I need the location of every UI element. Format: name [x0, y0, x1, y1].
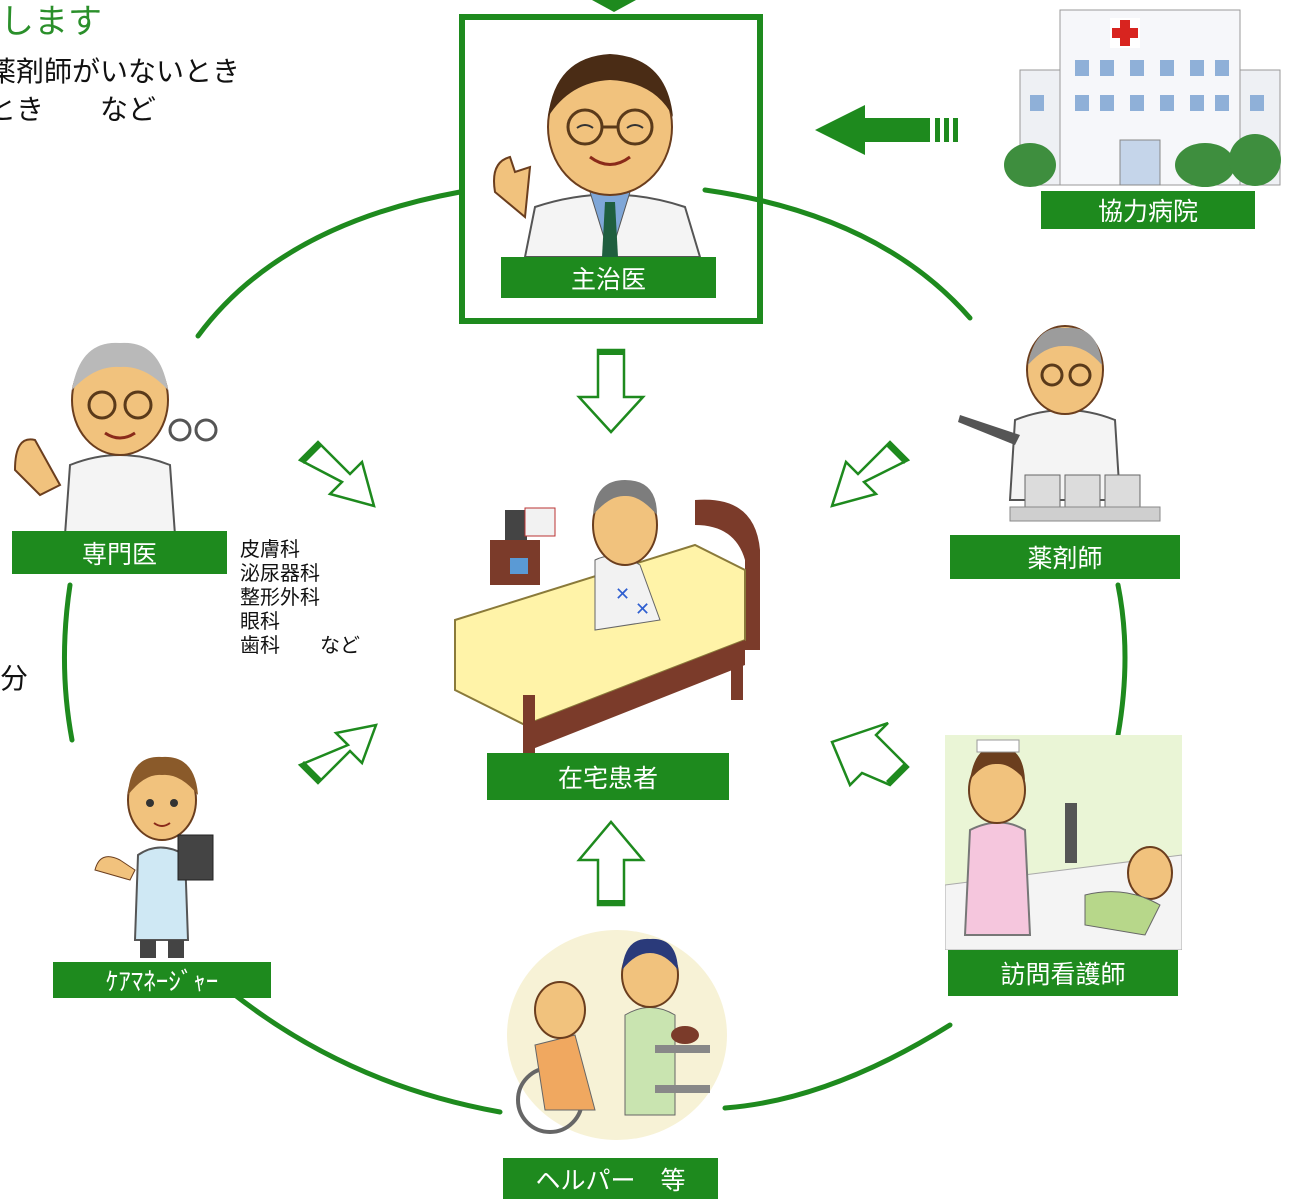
- specialty-item: 歯科 など: [240, 633, 360, 657]
- specialist-label: 専門医: [12, 531, 227, 574]
- hospital-to-doctor-arrow: [815, 105, 958, 155]
- nurse-icon: [945, 735, 1182, 950]
- care-manager-icon: [90, 745, 230, 960]
- patient-label: 在宅患者: [487, 753, 729, 800]
- doctor-icon: [485, 42, 735, 257]
- svg-text:✕: ✕: [635, 599, 650, 620]
- arc-doctor-pharmacist: [702, 187, 973, 321]
- pharmacist-icon: [950, 320, 1170, 525]
- helper-icon: [505, 925, 730, 1143]
- arrow-helper-to-patient: [576, 820, 646, 907]
- specialty-item: 泌尿器科: [240, 561, 320, 585]
- specialty-list: 皮膚科 泌尿器科 整形外科 眼科 歯科 など: [240, 537, 360, 657]
- arrow-specialist-to-patient: [297, 440, 376, 508]
- doctor-label: 主治医: [501, 257, 716, 298]
- pharmacist-label: 薬剤師: [950, 535, 1180, 579]
- nurse-label: 訪問看護師: [948, 950, 1178, 996]
- primary-doctor-box: [459, 14, 763, 324]
- care-manager-label: ｹｱﾏﾈｰｼﾞｬｰ: [53, 962, 271, 998]
- specialist-icon: [10, 335, 230, 535]
- intro-line-1: 薬剤師がいないとき: [0, 55, 241, 88]
- intro-tail: 分: [0, 662, 29, 695]
- arrow-pharmacist-to-patient: [830, 440, 911, 508]
- specialty-item: 皮膚科: [240, 537, 300, 561]
- top-arrow-tip: [592, 0, 636, 12]
- arrow-nurse-to-patient: [830, 721, 910, 788]
- arc-doctor-specialist: [195, 189, 463, 339]
- hospital-icon: [1000, 0, 1285, 190]
- svg-text:✕: ✕: [615, 584, 630, 605]
- helper-label: ヘルパー 等: [503, 1158, 718, 1199]
- patient-icon: ✕ ✕: [445, 440, 780, 755]
- arc-specialist-caremanager: [61, 582, 75, 743]
- arrow-caremanager-to-patient: [297, 723, 378, 785]
- hospital-label: 協力病院: [1041, 191, 1255, 229]
- specialty-item: 整形外科: [240, 585, 320, 609]
- intro-heading: します: [0, 2, 102, 42]
- specialty-item: 眼科: [240, 609, 280, 633]
- arrow-doctor-to-patient: [576, 348, 646, 434]
- arc-nurse-helper: [722, 1022, 953, 1111]
- arc-pharmacist-nurse: [1115, 582, 1128, 738]
- arc-caremanager-helper: [232, 992, 503, 1115]
- intro-line-2: とき など: [0, 93, 157, 126]
